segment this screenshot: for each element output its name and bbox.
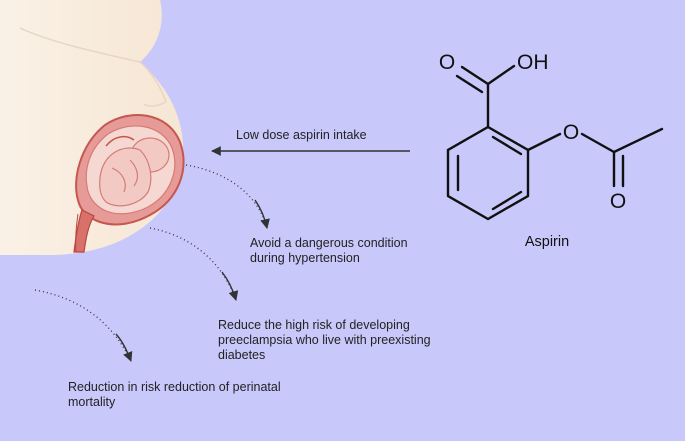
carbonyl-bond-b xyxy=(455,74,484,94)
mortality-label: Reduction in risk reduction of perinatal… xyxy=(68,380,281,409)
hydroxyl-label: OH xyxy=(517,51,549,74)
avoid-arrow-tip xyxy=(254,199,270,229)
mortality-arrow xyxy=(34,289,132,362)
ring-double-bond-2 xyxy=(491,190,523,211)
preeclampsia-arrow xyxy=(149,227,237,301)
ester-bond-2 xyxy=(580,132,616,154)
hydroxyl-bond xyxy=(486,64,516,86)
ester-oxygen-label: O xyxy=(563,121,579,144)
avoid-label: Avoid a dangerous condition during hyper… xyxy=(250,236,408,265)
carbonyl-oxygen-label: O xyxy=(439,51,455,74)
ring-double-bond-3 xyxy=(491,135,523,156)
mortality-arrow-tip xyxy=(115,333,133,362)
avoid-arrow xyxy=(185,164,268,229)
carbonyl-bond-a xyxy=(460,65,490,86)
cervix-canal xyxy=(73,209,95,253)
benzene-ring xyxy=(446,125,530,221)
fetus-illustration xyxy=(99,135,170,207)
uterus-illustration xyxy=(73,114,185,253)
preeclampsia-arrow-tip xyxy=(221,271,239,301)
aspirin-structure xyxy=(446,64,664,221)
acetyl-methyl-bond xyxy=(612,127,664,154)
belly-contour xyxy=(19,27,167,107)
preeclampsia-label: Reduce the high risk of developing preec… xyxy=(218,318,431,362)
aspirin-caption: Aspirin xyxy=(525,234,569,250)
pregnant-body-illustration xyxy=(0,0,185,255)
ester-bond-1 xyxy=(526,132,562,152)
intake-label: Low dose aspirin intake xyxy=(236,128,367,142)
acetyl-oxygen-label: O xyxy=(610,190,626,213)
